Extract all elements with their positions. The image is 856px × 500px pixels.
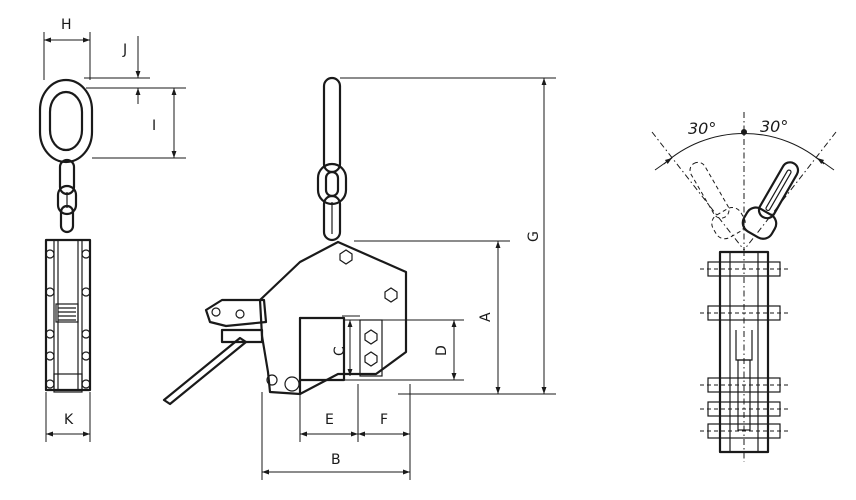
side-clamp-body xyxy=(44,238,92,393)
label-h: H xyxy=(61,17,72,33)
label-k: K xyxy=(64,412,74,428)
eye-right-tilted xyxy=(741,161,800,240)
angle-view: 30° 30° xyxy=(651,112,837,462)
side-chain xyxy=(56,158,78,234)
dimension-k: K xyxy=(45,392,91,442)
side-view: H J I K xyxy=(38,17,186,442)
clamp-body xyxy=(258,240,408,396)
label-c: C xyxy=(332,346,348,356)
dimension-c: C xyxy=(332,315,360,381)
dimension-f: F xyxy=(358,384,411,480)
label-b: B xyxy=(331,452,341,468)
master-link xyxy=(38,78,94,164)
label-e: E xyxy=(325,412,334,428)
dimension-i: I xyxy=(92,88,186,159)
label-j: J xyxy=(122,42,127,58)
lever-handle xyxy=(162,298,268,406)
dimension-g: G xyxy=(340,77,556,395)
jaw-slot xyxy=(298,316,346,382)
front-chain xyxy=(316,162,348,242)
side-bolts xyxy=(45,249,91,389)
dimension-d: D xyxy=(344,319,464,381)
dimension-e: E xyxy=(299,384,359,442)
label-i: I xyxy=(152,118,156,134)
label-a: A xyxy=(478,312,494,322)
angle-label-left: 30° xyxy=(688,119,716,138)
dimension-a: A xyxy=(354,240,510,394)
front-view: G A D C E xyxy=(162,76,556,480)
lifting-eye xyxy=(322,76,342,174)
angle-label-right: 30° xyxy=(760,117,788,136)
dimension-h: H xyxy=(43,17,91,80)
angle-clamp-body xyxy=(700,250,788,462)
label-d: D xyxy=(434,345,450,356)
eye-left-tilted xyxy=(689,161,746,240)
label-f: F xyxy=(380,412,388,428)
front-bolts xyxy=(266,249,398,392)
dimension-b: B xyxy=(261,392,410,480)
dimension-j: J xyxy=(84,36,186,104)
label-g: G xyxy=(526,231,542,242)
